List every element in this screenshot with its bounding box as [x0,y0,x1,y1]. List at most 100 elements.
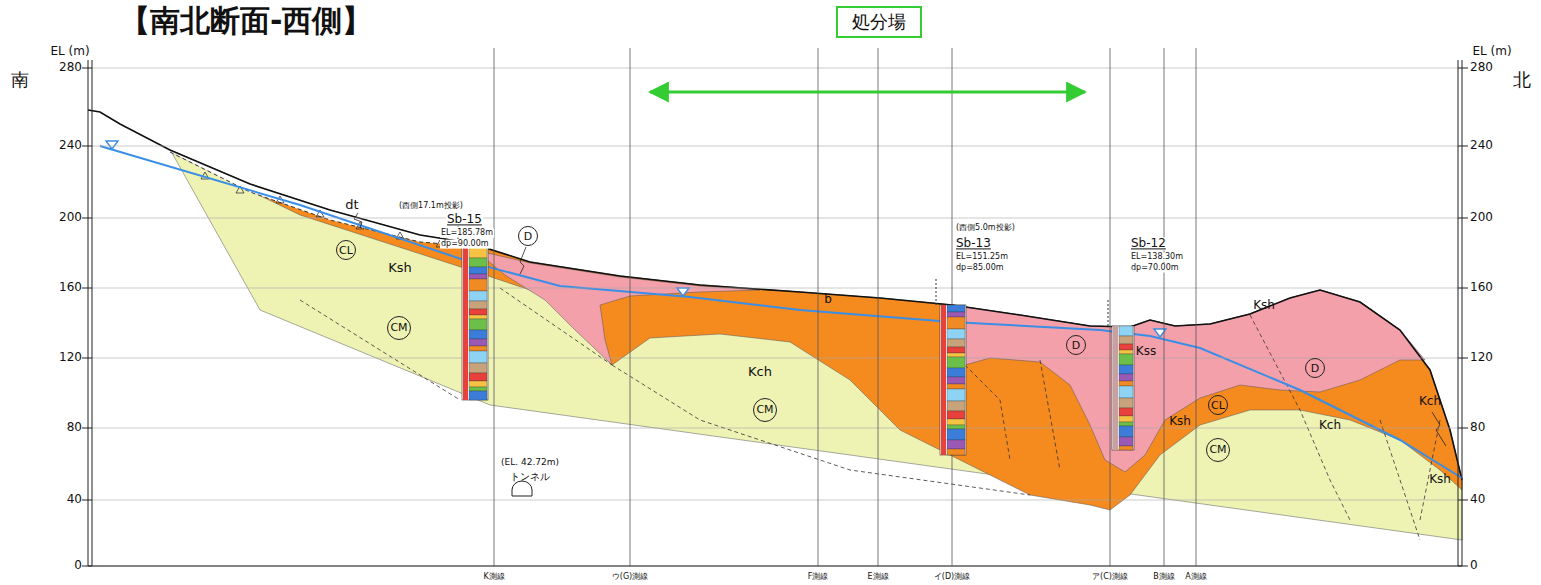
axis-label: 0 [1470,559,1478,572]
axis-label: EL (m) [50,45,89,58]
axis-label: 200 [1470,211,1493,224]
site-box: 処分場 [836,6,922,38]
borehole-cell [947,377,965,384]
borehole-cell [1119,422,1133,426]
borehole-log [1112,326,1134,450]
borehole-cell [1119,374,1133,381]
axis-tick [1458,146,1468,147]
base-line [88,566,1462,567]
fault-line [612,365,1030,495]
axis-tick [82,218,92,219]
extent-arrow [650,91,1085,94]
borehole-label: (西側17.1m投影) [398,202,464,211]
fault-line [1250,315,1350,520]
borehole-cell [947,429,965,440]
survey-line [1196,48,1197,566]
axis-tick [1458,500,1468,501]
axis-label: 280 [1470,61,1493,74]
borehole-log [940,305,966,455]
axis-label: EL (m) [1472,45,1511,58]
borehole-cell [469,339,487,346]
node-text: D [524,231,532,242]
borehole-cell [947,368,965,377]
leader-line [354,213,362,228]
borehole-cell [469,330,487,339]
rock-class-circle: D [1305,358,1325,378]
formation-label: Kss [1136,345,1156,358]
grid-line [92,288,1458,289]
fault-line [500,288,612,365]
survey-line [818,48,819,566]
strata-region [170,150,1462,510]
grid-line [92,358,1458,359]
axis-tick [1458,428,1468,429]
borehole-cell [947,389,965,401]
axis-tick [82,288,92,289]
borehole-cell [1119,350,1133,354]
node-text: CL [1211,400,1225,411]
borehole-cell [469,258,487,267]
borehole-cell [1119,365,1133,374]
axis-label: 160 [1470,281,1493,294]
survey-line [1110,48,1111,566]
borehole-cell [947,305,965,312]
borehole-cell [1119,381,1133,386]
formation-label: Kch [748,365,772,379]
formation-label: Ksh [1253,299,1275,312]
borehole-cell [469,274,487,279]
borehole-cell [469,373,487,381]
borehole-cell [469,387,487,391]
survey-line-label: K測線 [483,573,504,582]
borehole-cell [1119,354,1133,365]
direction-label: 北 [1513,70,1531,90]
tunnel-symbol [512,481,532,496]
borehole-cell [469,267,487,274]
direction-label: 南 [11,70,29,90]
borehole-cell [1119,386,1133,398]
formation-label: Kch [1319,419,1341,432]
formation-label: Ksh [1169,415,1191,428]
axis-tick [82,428,92,429]
borehole-label: EL=138.30m [1130,253,1184,262]
borehole-label: EL=185.78m [440,229,494,238]
borehole-label: dp=85.00m [955,264,1005,273]
borehole-cell [947,347,965,353]
borehole-cell [1119,336,1133,344]
borehole-label: (西側5.0m投影) [955,224,1016,233]
survey-line-label: ア(C)測線 [1092,573,1128,582]
rock-class-circle: D [518,226,538,246]
borehole-cell [947,312,965,317]
grid-line [92,68,1458,69]
borehole-cell [947,339,965,347]
borehole-cell [469,346,487,351]
node-text: CM [1209,444,1226,455]
rock-class-circle: CM [387,316,411,340]
borehole-strip [463,243,468,400]
axis-label: 240 [1470,139,1493,152]
grid-line [92,428,1458,429]
strata-region [952,290,1425,472]
borehole-cell [947,411,965,419]
borehole-cell [1119,344,1133,350]
borehole-label: EL=151.25m [955,253,1009,262]
diagram-title: 【南北断面-西側】 [120,4,372,37]
axis-line [88,60,89,566]
borehole-cell [947,384,965,389]
borehole-cell [469,319,487,330]
axis-tick [82,358,92,359]
fault-line [960,360,1010,460]
borehole-label: dp=70.00m [1130,264,1180,273]
axis-line [1458,60,1459,566]
tunnel-label: トンネル [510,471,550,482]
borehole-cell [947,425,965,429]
borehole-cell [469,351,487,363]
axis-line [1462,60,1463,566]
rock-class-circle: D [1066,335,1086,355]
formation-label: Ksh [388,261,412,275]
borehole-cell [947,353,965,357]
strata-region [170,150,1462,540]
borehole-cell [947,329,965,339]
axis-tick [82,68,92,69]
axis-label: 120 [1470,351,1493,364]
